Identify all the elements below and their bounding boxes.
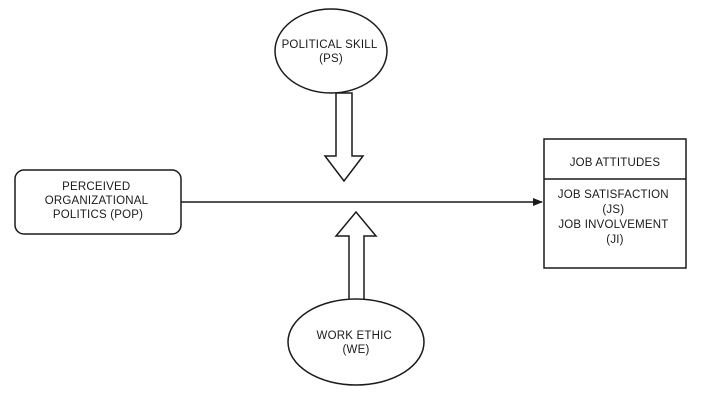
pop-label-line-3: POLITICS (POP) bbox=[53, 209, 143, 221]
svg-text:POLITICAL SKILL (PS): POLITICAL SKILL (PS) bbox=[282, 39, 381, 65]
job-involvement-abbrev: (JI) bbox=[606, 234, 623, 246]
job-involvement-label: JOB INVOLVEMENT bbox=[558, 219, 668, 231]
svg-text:WORK ETHIC (WE): WORK ETHIC (WE) bbox=[317, 330, 396, 356]
work-ethic-abbrev: (WE) bbox=[343, 344, 370, 356]
work-ethic-node: WORK ETHIC (WE) bbox=[287, 298, 425, 386]
political-skill-moderation-arrow bbox=[323, 92, 365, 183]
work-ethic-label: WORK ETHIC bbox=[317, 330, 392, 342]
pop-label-line-2: ORGANIZATIONAL bbox=[45, 195, 149, 207]
political-skill-abbrev: (PS) bbox=[319, 53, 343, 65]
svg-text:PERCEIVED ORGANIZATIONAL: PERCEIVED ORGANIZATIONAL POLITICS (POP) bbox=[45, 181, 152, 221]
job-attitudes-header: JOB ATTITUDES bbox=[570, 157, 661, 169]
svg-text:JOB SATISFACTION (JS): JOB SATISFACTION (JS) JOB INVOLVEMENT (J… bbox=[558, 189, 672, 246]
pop-node: PERCEIVED ORGANIZATIONAL POLITICS (POP) bbox=[14, 169, 182, 235]
work-ethic-moderation-arrow bbox=[334, 210, 378, 301]
political-skill-node: POLITICAL SKILL (PS) bbox=[274, 8, 388, 94]
job-satisfaction-abbrev: (JS) bbox=[602, 204, 624, 216]
job-satisfaction-label: JOB SATISFACTION bbox=[558, 189, 669, 201]
pop-label-line-1: PERCEIVED bbox=[62, 181, 130, 193]
job-attitudes-node: JOB ATTITUDES JOB SATISFACTION (JS) JOB … bbox=[543, 138, 687, 269]
political-skill-label: POLITICAL SKILL bbox=[282, 39, 378, 51]
